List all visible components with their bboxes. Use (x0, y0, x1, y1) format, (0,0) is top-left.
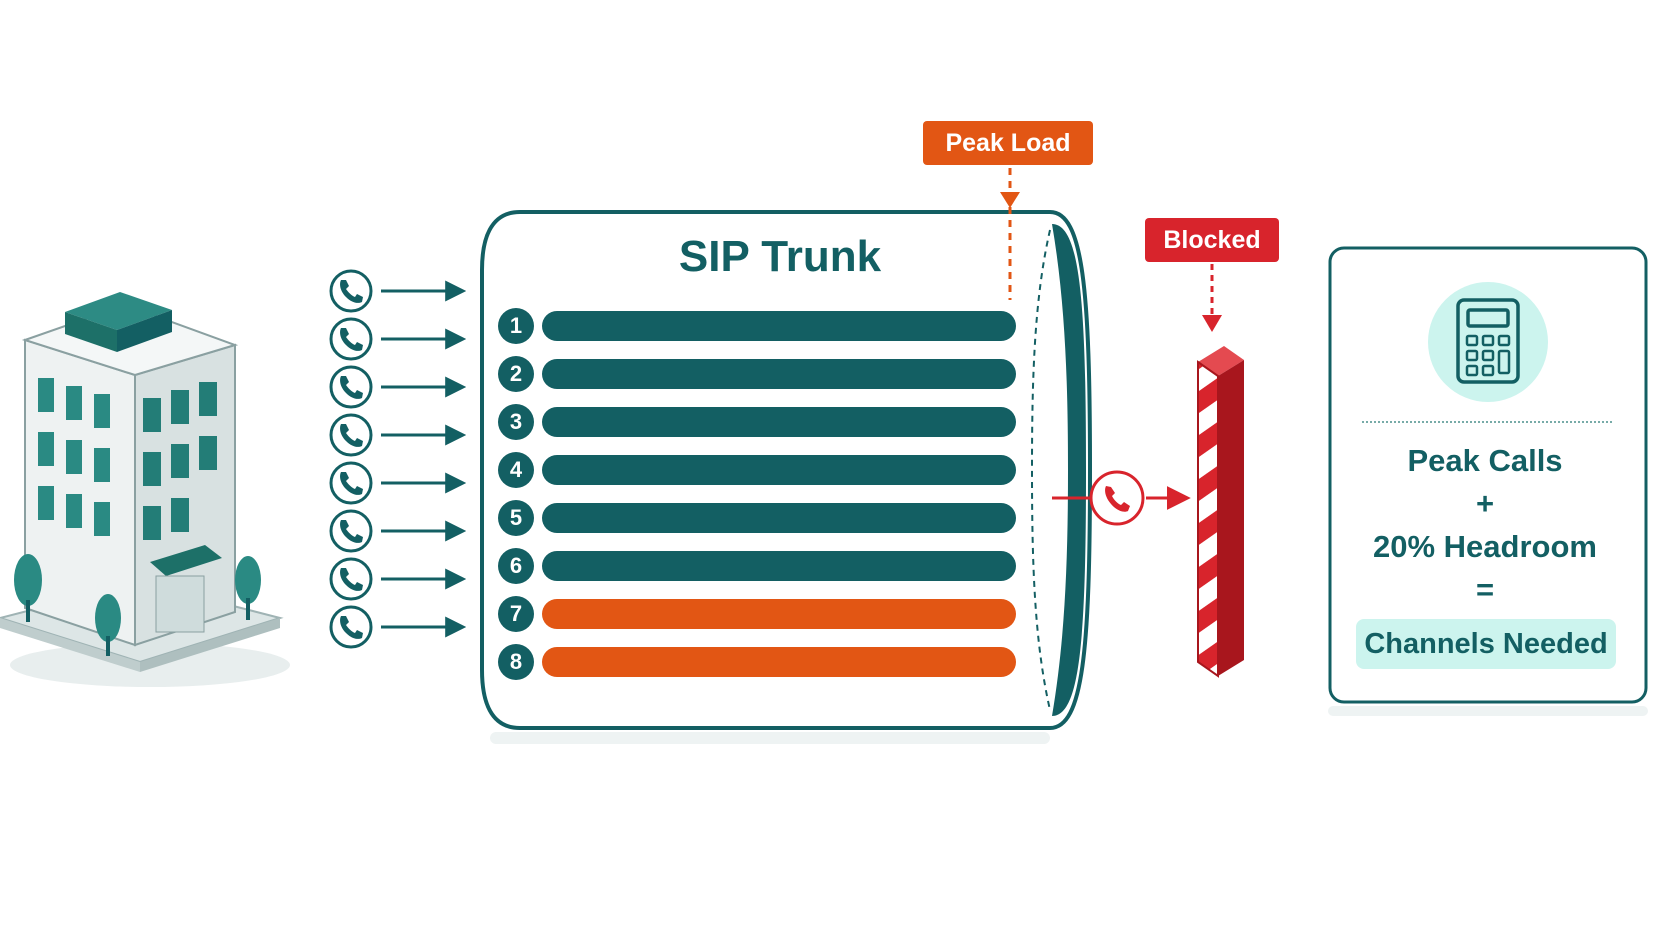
channel-bar-3 (542, 407, 1016, 437)
incoming-call-8 (329, 605, 467, 649)
formula-card (1328, 246, 1648, 716)
phone-icon (329, 413, 373, 457)
channel-badge-8 (498, 644, 534, 680)
channel-bar-4 (542, 455, 1016, 485)
incoming-call-3 (329, 365, 467, 409)
formula-result: Channels Needed (1356, 619, 1616, 669)
incoming-call-7 (329, 557, 467, 601)
phone-icon (329, 269, 373, 313)
channel-number-2: 2 (509, 361, 523, 386)
trunk-channels (498, 308, 1016, 680)
channel-number-4: 4 (509, 457, 523, 482)
phone-icon (329, 461, 373, 505)
channel-number-1: 1 (509, 313, 523, 338)
formula-peak-calls: Peak Calls (1407, 443, 1563, 478)
incoming-call-5 (329, 461, 467, 505)
channel-badge-1 (498, 308, 534, 344)
channel-bar-8 (542, 647, 1016, 677)
formula-headroom: 20% Headroom (1373, 529, 1597, 564)
incoming-call-2 (329, 317, 467, 361)
phone-icon (329, 557, 373, 601)
phone-icon (329, 365, 373, 409)
incoming-call-4 (329, 413, 467, 457)
blocked-call (1052, 470, 1191, 526)
channel-badge-5 (498, 500, 534, 536)
peak-load-tag: Peak Load (923, 121, 1093, 165)
channel-badge-4 (498, 452, 534, 488)
peak-load-arrowhead (1000, 192, 1020, 208)
trunk-title: SIP Trunk (678, 232, 882, 281)
channel-badge-2 (498, 356, 534, 392)
channel-number-7: 7 (509, 601, 523, 626)
channel-bar-1 (542, 311, 1016, 341)
incoming-call-1 (329, 269, 467, 313)
channel-bar-6 (542, 551, 1016, 581)
phone-icon (329, 509, 373, 553)
incoming-calls (329, 269, 467, 649)
calculator-icon (1456, 298, 1520, 384)
blocked-tag: Blocked (1145, 218, 1279, 262)
blocked-phone-icon (1089, 470, 1145, 526)
channel-number-8: 8 (509, 649, 523, 674)
formula-equals: = (1475, 572, 1495, 607)
channel-bar-7 (542, 599, 1016, 629)
channel-badge-7 (498, 596, 534, 632)
channel-number-3: 3 (509, 409, 523, 434)
channel-badge-3 (498, 404, 534, 440)
blocked-arrowhead (1202, 315, 1222, 332)
phone-icon (329, 317, 373, 361)
office-building-icon (0, 292, 290, 687)
phone-icon (329, 605, 373, 649)
incoming-call-6 (329, 509, 467, 553)
formula-plus: + (1475, 486, 1495, 521)
barrier-icon (1197, 346, 1244, 678)
channel-number-6: 6 (509, 553, 523, 578)
channel-number-5: 5 (509, 505, 523, 530)
channel-badge-6 (498, 548, 534, 584)
channel-bar-5 (542, 503, 1016, 533)
channel-bar-2 (542, 359, 1016, 389)
